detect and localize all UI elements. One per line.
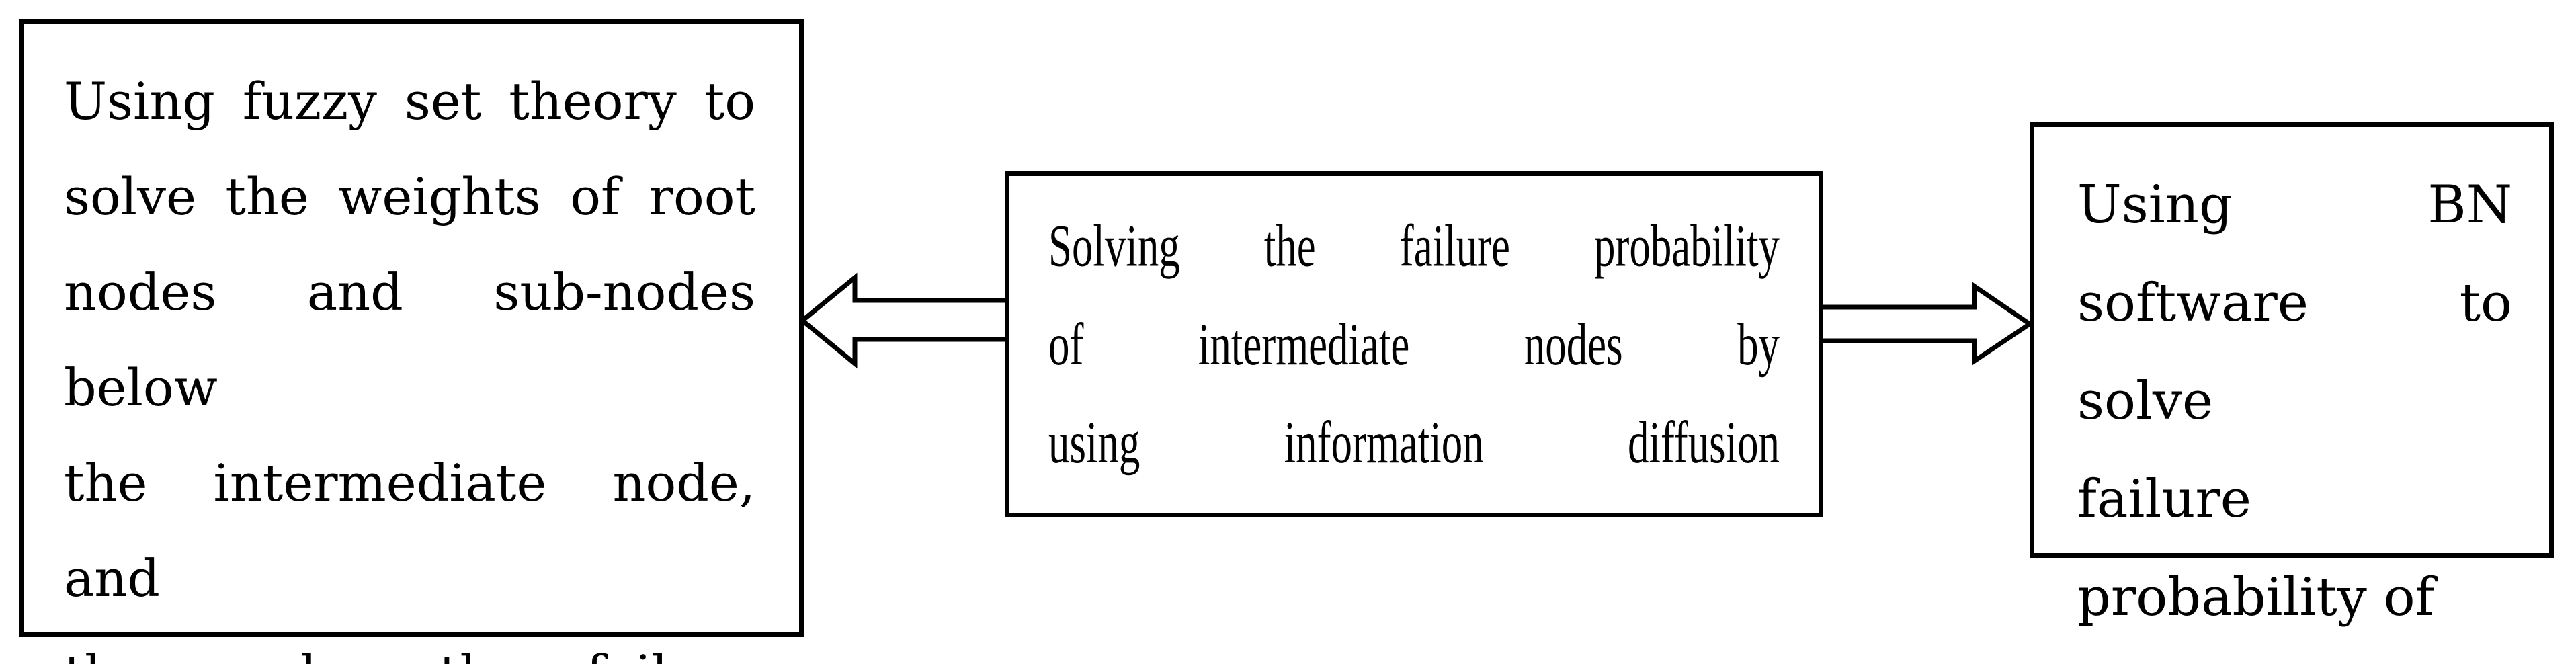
text-line: Using fuzzy set theory to — [64, 71, 755, 131]
text-line: nodes and sub-nodes below — [64, 262, 755, 417]
hollow-arrow-left-icon — [798, 272, 1010, 369]
text-line: failure — [2077, 469, 2251, 530]
middle-process-box: Solving the failure probability of inter… — [1005, 171, 1823, 517]
text-line: then solve the failure — [64, 626, 755, 664]
right-process-box: Using BN software to solve failure proba… — [2030, 122, 2554, 628]
text-line: the intermediate node, and — [64, 453, 755, 608]
text-line: using information diffusion — [1048, 409, 1780, 476]
text-line: Solving the failure probability — [1048, 212, 1780, 280]
middle-box-text: Solving the failure probability of inter… — [1048, 197, 1780, 492]
text-line: of intermediate nodes by — [1048, 311, 1780, 378]
text-line: software to solve — [2077, 273, 2512, 431]
hollow-arrow-right-icon — [1818, 282, 2034, 366]
text-line: solve the weights of root — [64, 167, 755, 226]
left-process-box: Using fuzzy set theory to solve the weig… — [19, 19, 804, 664]
text-line: probability of leaf — [2077, 567, 2435, 628]
text-line: Using BN — [2077, 175, 2512, 235]
